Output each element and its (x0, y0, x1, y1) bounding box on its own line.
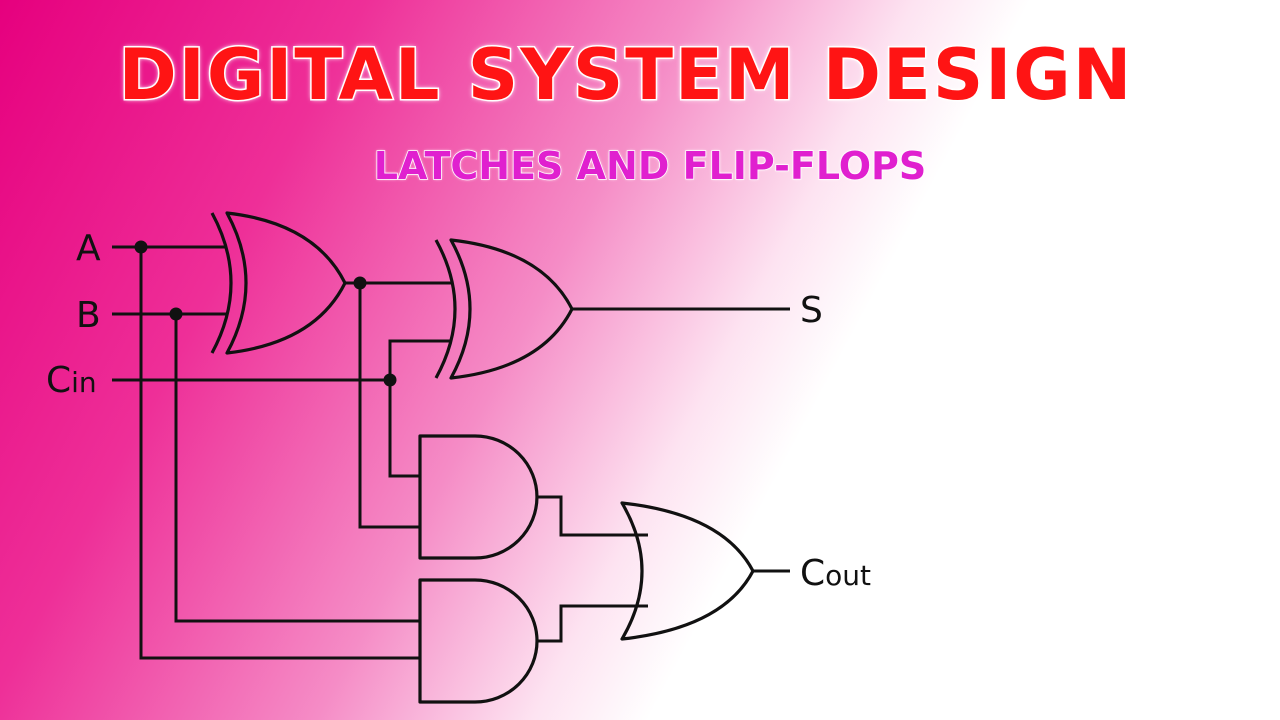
input-label-cin-main: C (46, 360, 71, 401)
junction-dot-b (169, 307, 183, 321)
page-title: DIGITAL SYSTEM DESIGN (117, 33, 1134, 118)
input-label-cin-sub: in (71, 366, 97, 399)
page-subtitle: LATCHES AND FLIP-FLOPS (373, 143, 927, 189)
wire-and2-to-or (537, 604, 648, 643)
and-gate-1 (418, 434, 539, 560)
output-label-s: S (800, 290, 823, 331)
input-label-b: B (76, 295, 101, 336)
wire-a-to-and2 (139, 247, 420, 660)
xor-gate-2 (434, 238, 574, 380)
wire-cin-to-xor2 (388, 339, 451, 380)
wire-xor1-to-and1 (358, 283, 420, 529)
junction-dot-a (134, 240, 148, 254)
output-label-cout-sub: out (825, 559, 871, 592)
junction-dots (134, 240, 397, 387)
circuit-wires (112, 245, 790, 660)
output-label-cout-main: C (800, 553, 825, 594)
or-gate (620, 501, 755, 641)
wire-cin-to-and1 (388, 380, 420, 478)
output-label-cout: Cout (800, 553, 871, 594)
wire-and1-to-or (537, 495, 648, 537)
input-label-cin: Cin (46, 360, 97, 401)
junction-dot-xor1-out (353, 276, 367, 290)
junction-dot-cin (383, 373, 397, 387)
input-label-a: A (76, 228, 101, 269)
wire-b-to-and2 (174, 314, 420, 623)
signal-labels: A B Cin S Cout (46, 228, 871, 594)
and-gate-2 (418, 578, 539, 704)
xor-gate-1 (210, 211, 347, 355)
